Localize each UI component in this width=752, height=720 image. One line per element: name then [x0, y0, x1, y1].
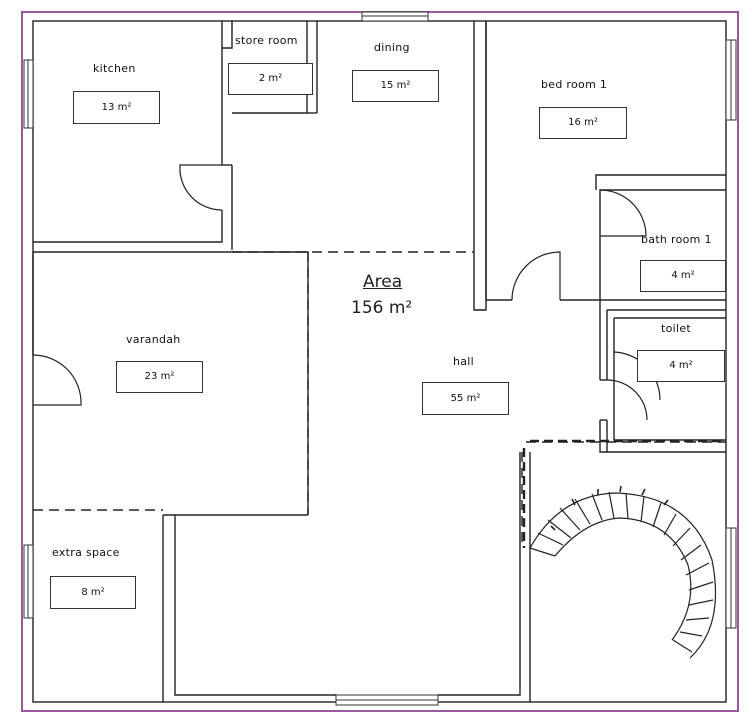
room-label-verandah: varandah	[126, 333, 181, 346]
room-label-extra-space: extra space	[52, 546, 120, 559]
window-right-stair	[725, 527, 737, 629]
area-box-store-room: 2 m²	[228, 63, 313, 95]
total-area-value: 156 m²	[351, 298, 413, 318]
room-label-kitchen: kitchen	[93, 62, 136, 75]
window-left-kitchen	[23, 59, 34, 129]
spiral-staircase	[529, 485, 717, 659]
room-label-toilet: toilet	[661, 322, 692, 335]
area-box-verandah: 23 m²	[116, 361, 203, 393]
room-label-store-room: store room	[235, 34, 298, 47]
dashed-partitions	[33, 251, 726, 545]
area-box-bath-room-1: 4 m²	[640, 260, 726, 292]
area-box-toilet: 4 m²	[637, 350, 725, 382]
total-area-title: Area	[363, 272, 403, 292]
door-swings	[32, 164, 661, 421]
window-bottom-hall	[335, 694, 439, 706]
area-box-kitchen: 13 m²	[73, 91, 160, 124]
dashed-stair-edge	[522, 439, 726, 548]
window-right-bedroom	[725, 39, 737, 121]
area-box-dining: 15 m²	[352, 70, 439, 102]
room-label-hall: hall	[453, 355, 475, 368]
area-box-extra-space: 8 m²	[50, 576, 136, 609]
window-top-dining	[361, 11, 429, 22]
interior-walls	[32, 21, 726, 702]
room-label-bed-room-1: bed room 1	[541, 78, 608, 91]
area-box-bed-room-1: 16 m²	[539, 107, 627, 139]
room-label-dining: dining	[374, 41, 410, 54]
area-box-hall: 55 m²	[422, 382, 509, 415]
room-label-bath-room-1: bath room 1	[641, 233, 712, 246]
window-left-extra	[23, 544, 34, 619]
